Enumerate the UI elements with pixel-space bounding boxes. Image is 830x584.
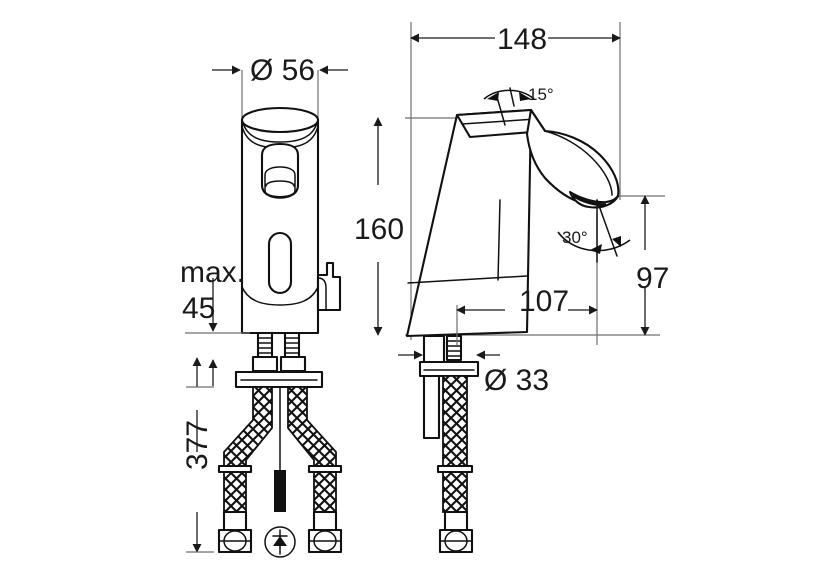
side-shank-body <box>422 334 446 364</box>
front-hose-nut-right <box>312 510 338 532</box>
side-body-collar <box>407 275 528 284</box>
front-top-cap <box>240 106 320 134</box>
side-hose-nut <box>443 510 469 532</box>
dimension-label-97: 97 <box>636 262 669 295</box>
dimension-label-160: 160 <box>354 213 404 246</box>
front-hose-fitting-right <box>307 528 343 554</box>
side-hose <box>442 375 468 513</box>
side-spout-crease <box>544 130 613 196</box>
dimension-label-107: 107 <box>519 285 569 318</box>
front-sensor-window <box>267 231 293 295</box>
angle-30-arc <box>557 231 631 252</box>
side-view <box>373 22 665 554</box>
side-body <box>405 108 533 338</box>
front-spout-rim <box>265 180 295 187</box>
front-nut-right <box>279 355 307 373</box>
dimension-label-diameter-56: Ø 56 <box>250 54 315 87</box>
side-hose-ferrule <box>436 464 474 474</box>
angle-label-15: 15° <box>528 85 554 104</box>
front-lever-base <box>317 277 327 311</box>
side-body-edge <box>497 199 501 281</box>
dimension-label-diameter-33: Ø 33 <box>484 364 549 397</box>
angle-label-30: 30° <box>562 228 588 247</box>
side-hose-fitting <box>438 528 474 554</box>
side-top-cap-edge <box>461 118 537 125</box>
front-hose-fitting-left <box>217 528 253 554</box>
front-hose-left <box>223 386 273 513</box>
front-top-collar <box>241 119 319 143</box>
front-power-plug <box>274 470 286 512</box>
front-hose-nut-left <box>222 510 248 532</box>
angle-15-degrees <box>483 87 535 126</box>
side-inner-tube <box>422 374 441 440</box>
angle-15-arc <box>483 89 535 100</box>
side-stud-threads <box>446 340 462 357</box>
front-stud-threads <box>257 337 300 354</box>
front-lever-handle <box>316 261 342 312</box>
angle-15-ref-line <box>496 96 506 126</box>
front-hose-ferrules <box>217 464 343 474</box>
dimension-377 <box>186 357 214 553</box>
front-view <box>185 65 348 558</box>
front-hose-right <box>287 386 337 513</box>
front-bottom-collar <box>241 286 319 306</box>
angle-30-degrees <box>557 199 631 263</box>
electrical-connection-symbol <box>264 526 296 558</box>
side-spout <box>525 108 620 207</box>
dimension-label-45: 45 <box>182 292 215 325</box>
angle-30-ray <box>596 199 618 257</box>
dimension-max-45 <box>185 278 250 386</box>
dimension-label-max: max. <box>180 256 245 289</box>
side-washer-plate <box>418 360 480 378</box>
front-spout-inner <box>264 166 296 199</box>
dimension-label-377: 377 <box>181 420 214 470</box>
front-nut-left <box>251 355 279 373</box>
dimension-label-148: 148 <box>497 23 547 56</box>
